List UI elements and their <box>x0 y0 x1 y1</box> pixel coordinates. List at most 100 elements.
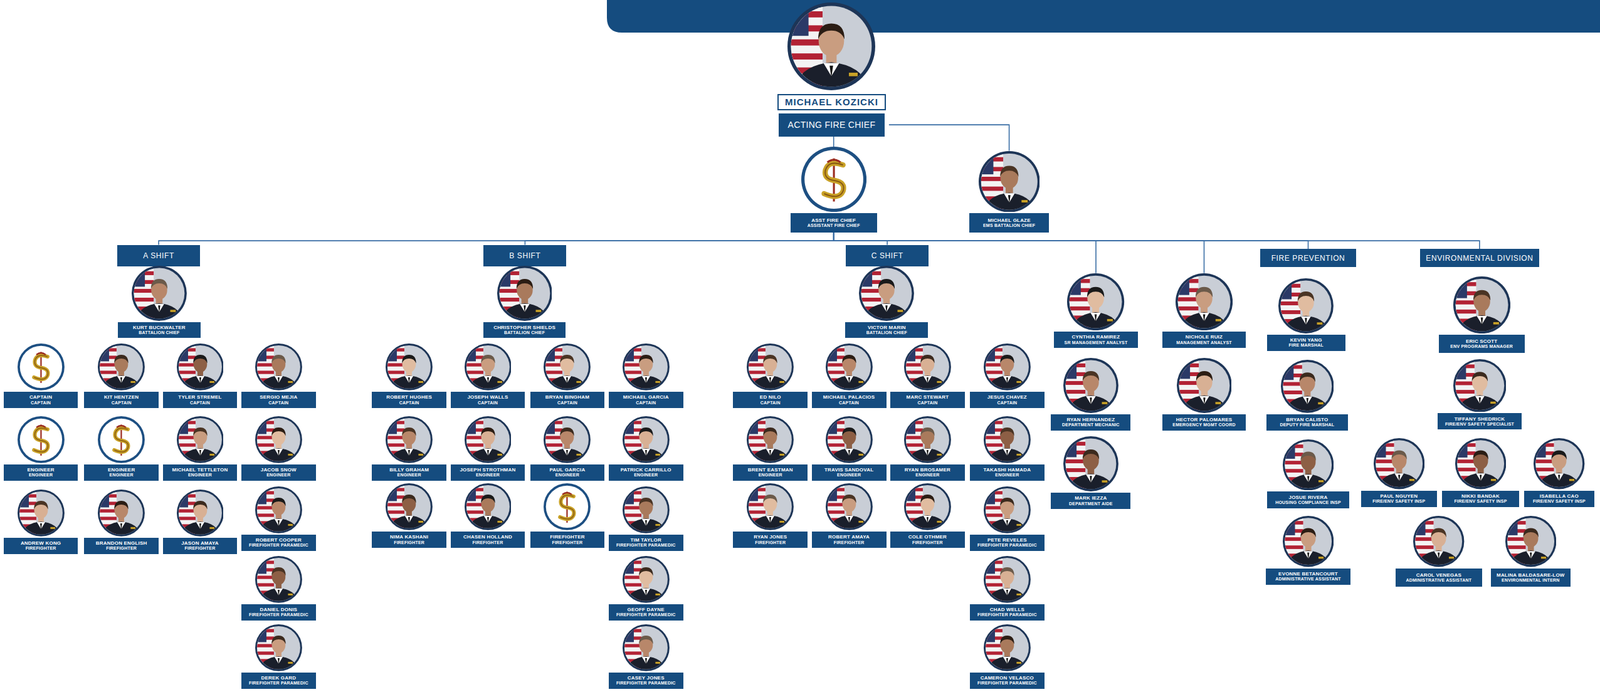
section-header: C SHIFT <box>845 245 929 267</box>
portrait <box>1413 515 1464 567</box>
job-title: ADMINISTRATIVE ASSISTANT <box>1275 576 1342 582</box>
person-name: PAUL GARCIA <box>549 467 585 473</box>
person-name: MICHAEL TETTLETON <box>172 467 229 473</box>
header-text: B SHIFT <box>509 251 541 261</box>
person-card: KURT BUCKWALTERBATTALION CHIEF <box>117 322 201 338</box>
person-card: NIMA KASHANIFIREFIGHTER <box>371 531 447 548</box>
person-name: MICHAEL KOZICKI <box>777 94 886 111</box>
portrait <box>746 416 794 464</box>
section-header: ENVIRONMENTAL DIVISION <box>1420 248 1539 268</box>
department-logo <box>17 416 65 464</box>
job-title: FIREFIGHTER <box>184 546 216 552</box>
person-name: ROBERT AMAYA <box>828 534 870 540</box>
portrait <box>622 416 670 464</box>
portrait <box>17 489 65 537</box>
person-name: FIREFIGHTER <box>549 534 585 540</box>
person-name: PAUL NGUYEN <box>1380 493 1419 500</box>
header-text: FIRE PREVENTION <box>1271 253 1346 263</box>
portrait <box>746 483 794 531</box>
person-card: VICTOR MARINBATTALION CHIEF <box>845 322 928 338</box>
person-card: EVONNE BETANCOURTADMINISTRATIVE ASSISTAN… <box>1265 568 1351 585</box>
portrait <box>1455 438 1506 490</box>
department-logo <box>801 146 867 212</box>
job-title: FIREFIGHTER PARAMEDIC <box>977 612 1037 618</box>
job-title: FIREFIGHTER PARAMEDIC <box>248 542 309 548</box>
portrait <box>983 416 1031 464</box>
person-name: KURT BUCKWALTER <box>132 324 186 331</box>
person-card: TYLER STREMELCAPTAIN <box>163 391 238 409</box>
job-title: FIREFIGHTER <box>912 540 943 546</box>
person-name: SERGIO MEJIA <box>259 394 298 400</box>
person-name: MARC STEWART <box>906 394 950 400</box>
person-name: NICHOLE RUIZ <box>1185 334 1223 340</box>
portrait <box>176 416 224 464</box>
connector <box>889 124 1010 151</box>
portrait <box>497 265 553 322</box>
portrait <box>1282 515 1334 567</box>
job-title: FIREFIGHTER PARAMEDIC <box>977 680 1037 686</box>
job-title: FIREFIGHTER <box>833 540 865 546</box>
job-title: ENGINEER <box>188 472 212 478</box>
header-text: C SHIFT <box>871 251 904 261</box>
person-name: CASEY JONES <box>627 675 665 681</box>
portrait <box>1278 278 1334 334</box>
person-name: RYAN JONES <box>753 534 787 540</box>
person-card: MICHAEL TETTLETONENGINEER <box>163 464 238 481</box>
person-card: ROBERT COOPERFIREFIGHTER PARAMEDIC <box>241 534 316 552</box>
person-card: KEVIN YANGFIRE MARSHAL <box>1267 334 1346 352</box>
person-name: KIT HENTZEN <box>104 394 139 400</box>
portrait <box>1063 357 1119 414</box>
job-title: CAPTAIN <box>477 400 498 406</box>
portrait <box>825 483 873 531</box>
portrait <box>385 343 433 391</box>
person-card: KIT HENTZENCAPTAIN <box>84 391 159 409</box>
job-title: ENGINEER <box>475 472 500 478</box>
job-title: DEPUTY FIRE MARSHAL <box>1279 422 1335 428</box>
person-card: BILLY GRAHAMENGINEER <box>371 464 447 481</box>
person-name: TIFFANY SHEDRICK <box>1454 416 1505 422</box>
person-card: MALINA BALDASARE-LOWENVIRONMENTAL INTERN <box>1490 568 1571 587</box>
person-name: EVONNE BETANCOURT <box>1278 571 1338 577</box>
section-header: FIRE PREVENTION <box>1260 248 1357 268</box>
person-name: MALINA BALDASARE-LOW <box>1496 572 1565 579</box>
person-name: TAKASHI HAMADA <box>983 467 1032 473</box>
job-title: SR MANAGEMENT ANALYST <box>1064 340 1128 346</box>
job-title: ENGINEER <box>109 472 134 478</box>
person-name: ASST FIRE CHIEF <box>811 217 856 224</box>
portrait <box>622 343 670 391</box>
person-card: HECTOR PALOMARESEMERGENCY MGMT COORD <box>1162 414 1246 431</box>
person-name: GEOFF DAYNE <box>627 606 665 613</box>
job-title: FIREFIGHTER PARAMEDIC <box>248 680 309 686</box>
portrait <box>904 416 952 464</box>
job-title: EMERGENCY MGMT COORD <box>1172 422 1236 428</box>
person-card: NIKKI BANDAKFIRE/ENV SAFETY INSP <box>1442 490 1520 508</box>
person-card: COLE OTHMERFIREFIGHTER <box>890 531 965 548</box>
job-title: ASSISTANT FIRE CHIEF <box>807 223 861 229</box>
portrait <box>1453 276 1511 334</box>
person-card: JASON AMAYAFIREFIGHTER <box>163 537 238 555</box>
department-logo <box>543 483 591 531</box>
person-card: RYAN BROSAMERENGINEER <box>890 464 965 481</box>
job-title: BATTALION CHIEF <box>504 330 545 336</box>
person-name: KEVIN YANG <box>1290 337 1323 343</box>
person-name: ISABELLA CAO <box>1539 493 1579 500</box>
person-name: MICHAEL PALACIOS <box>823 394 875 400</box>
portrait <box>255 343 303 391</box>
person-card: ISABELLA CAOFIRE/ENV SAFETY INSP <box>1524 490 1595 508</box>
person-name: JACOB SNOW <box>260 467 297 473</box>
person-card: CYNTHIA RAMIREZSR MANAGEMENT ANALYST <box>1053 331 1138 348</box>
job-title: CAPTAIN <box>760 400 781 406</box>
section-header: B SHIFT <box>483 245 567 267</box>
person-name: VICTOR MARIN <box>867 324 906 331</box>
person-card: PETE REVELESFIREFIGHTER PARAMEDIC <box>969 534 1045 552</box>
person-name: RYAN HERNANDEZ <box>1066 416 1115 423</box>
job-title: FIREFIGHTER PARAMEDIC <box>616 542 676 548</box>
job-title: CAPTAIN <box>399 400 420 406</box>
person-card: ANDREW KONGFIREFIGHTER <box>3 537 79 555</box>
person-name: CAROL VENEGAS <box>1416 572 1462 579</box>
job-title: FIREFIGHTER PARAMEDIC <box>616 612 676 618</box>
job-title: ENGINEER <box>28 472 53 478</box>
job-title: FIREFIGHTER <box>393 540 425 546</box>
person-name: CAPTAIN <box>29 394 53 400</box>
person-card: ERIC SCOTTENV PROGRAMS MANAGER <box>1438 334 1525 353</box>
